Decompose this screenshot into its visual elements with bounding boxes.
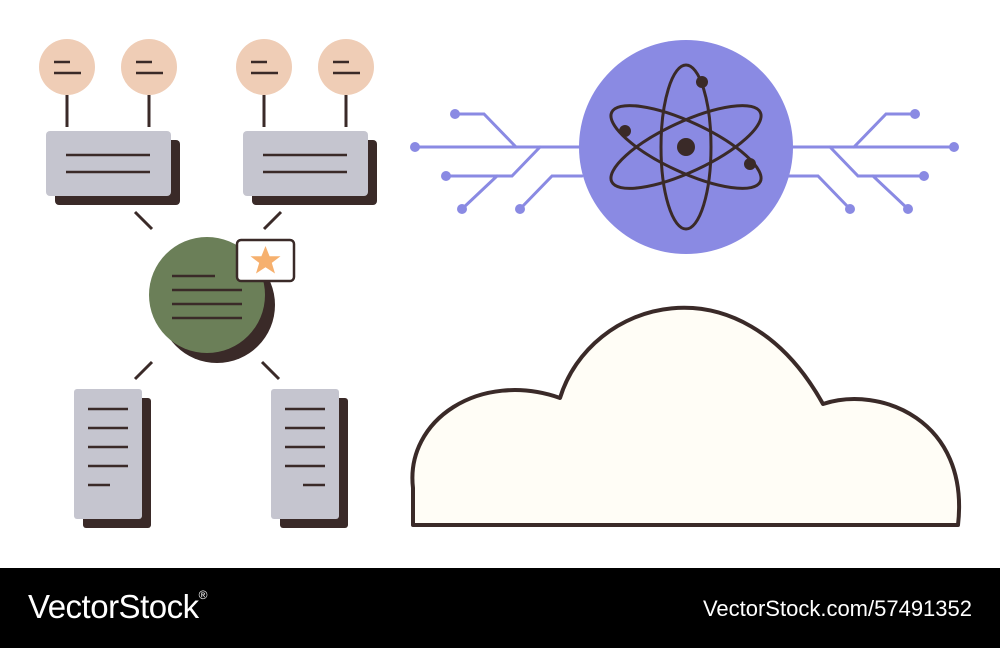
brand-name: VectorStock: [28, 588, 199, 625]
id-card-icon: [243, 131, 377, 205]
stock-id: VectorStock.com/57491352: [702, 596, 972, 621]
connector-lines: [133, 210, 283, 381]
id-card-icon: [46, 131, 180, 205]
circuit-nodes: [410, 109, 959, 214]
server-document-icon: [74, 389, 151, 528]
registered-mark: ®: [198, 588, 208, 602]
cloud-icon: [410, 305, 962, 527]
circuit-lines-icon: [413, 112, 956, 211]
user-avatar-icon: [39, 39, 95, 127]
atom-icon: [579, 40, 793, 254]
user-avatar-icon: [318, 39, 374, 127]
user-avatar-icon: [236, 39, 292, 127]
star-badge-icon: [235, 238, 296, 283]
illustration: [39, 39, 962, 528]
server-document-icon: [271, 389, 348, 528]
user-avatar-icon: [121, 39, 177, 127]
brand-wordmark: VectorStock®: [28, 588, 207, 626]
footer-bar: VectorStock® VectorStock.com/57491352: [0, 568, 1000, 648]
